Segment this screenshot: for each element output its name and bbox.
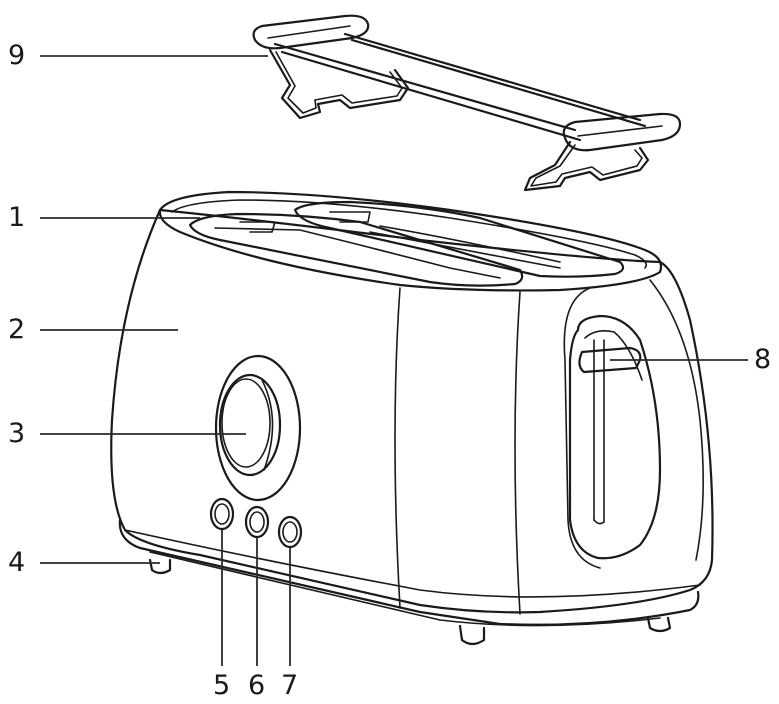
function-buttons [209, 497, 303, 549]
callout-9: 9 [8, 40, 26, 71]
carriage-lever [568, 314, 662, 560]
callout-8: 8 [754, 344, 772, 375]
callout-1: 1 [8, 202, 26, 233]
leader-lines [40, 55, 748, 666]
bun-warmer-rack [252, 14, 682, 192]
callout-2: 2 [8, 314, 26, 345]
callout-3: 3 [8, 418, 26, 449]
callout-5: 5 [213, 670, 231, 701]
browning-control-knob [214, 354, 302, 502]
callout-6: 6 [248, 670, 266, 701]
callout-7: 7 [281, 670, 299, 701]
callout-4: 4 [8, 547, 26, 578]
toaster-body [110, 190, 714, 646]
